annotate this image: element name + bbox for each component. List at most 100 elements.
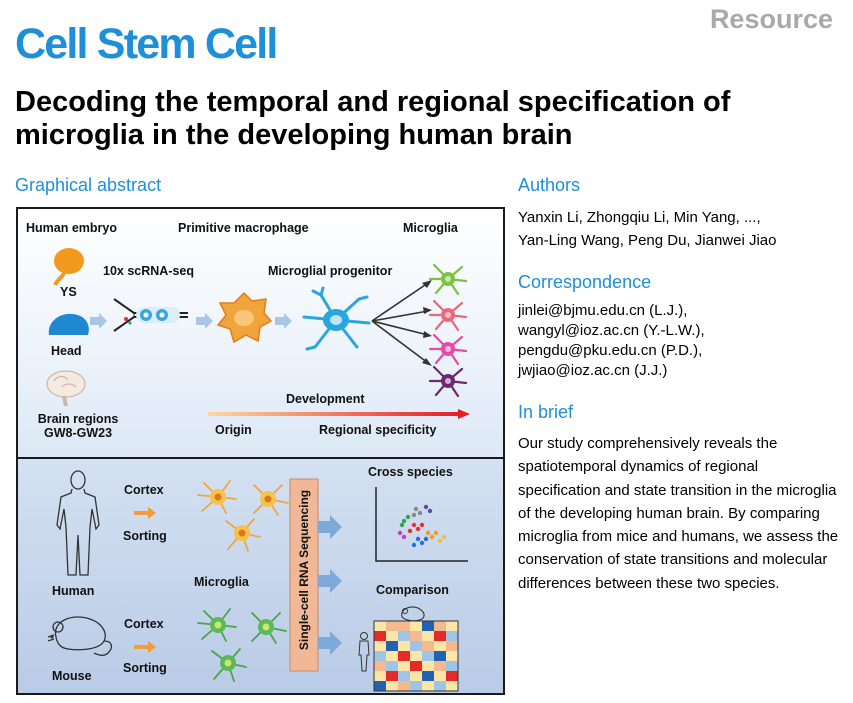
comparison-label: Comparison bbox=[376, 583, 449, 597]
comparison-heatmap bbox=[373, 620, 459, 692]
heatmap-cell bbox=[398, 671, 410, 681]
microglia-cell-pink bbox=[428, 333, 468, 366]
arrow-right-icon bbox=[275, 313, 292, 329]
in-brief-text: Our study comprehensively reveals the sp… bbox=[518, 435, 839, 592]
heatmap-cell bbox=[374, 641, 386, 651]
heatmap-cell bbox=[410, 641, 422, 651]
cortex-label-mouse: Cortex bbox=[124, 617, 164, 631]
heatmap-cell bbox=[410, 621, 422, 631]
ys-label: YS bbox=[60, 285, 77, 299]
heatmap-cell bbox=[386, 631, 398, 641]
microglia-cell-purple bbox=[428, 365, 468, 398]
correspondence-email[interactable]: jwjiao@ioz.ac.cn (J.J.) bbox=[518, 362, 668, 379]
heatmap-cell bbox=[374, 671, 386, 681]
heatmap-cell bbox=[422, 681, 434, 691]
development-label: Development bbox=[286, 392, 365, 406]
heatmap-cell bbox=[422, 661, 434, 671]
heatmap-cell bbox=[386, 681, 398, 691]
human-label: Human bbox=[52, 584, 95, 598]
heatmap-cell bbox=[374, 631, 386, 641]
heatmap-cell bbox=[446, 641, 458, 651]
yolk-sac-icon bbox=[53, 248, 84, 286]
human-small-icon bbox=[358, 632, 370, 672]
progenitor-cell-icon bbox=[302, 286, 371, 351]
heatmap-cell bbox=[446, 631, 458, 641]
scrna-seq-label: 10x scRNA-seq bbox=[103, 264, 195, 278]
microglia-label-bottom: Microglia bbox=[194, 575, 249, 589]
heatmap-cell bbox=[434, 661, 446, 671]
heatmap-cell bbox=[398, 631, 410, 641]
correspondence-heading: Correspondence bbox=[518, 272, 652, 292]
heatmap-cell bbox=[422, 641, 434, 651]
brain-icon bbox=[46, 370, 86, 407]
human-microglia-cluster bbox=[197, 480, 289, 552]
author-line: Yan-Ling Wang, Peng Du, Jianwei Jiao bbox=[518, 232, 777, 249]
heatmap-frame bbox=[373, 620, 459, 692]
heatmap-cell bbox=[374, 621, 386, 631]
heatmap-cell bbox=[422, 651, 434, 661]
heatmap-cell bbox=[410, 671, 422, 681]
heatmap-cell bbox=[422, 621, 434, 631]
panel-divider bbox=[18, 457, 503, 459]
correspondence-email[interactable]: jinlei@bjmu.edu.cn (L.J.), bbox=[518, 302, 688, 319]
heatmap-cell bbox=[446, 651, 458, 661]
arrow-right-icon bbox=[196, 313, 213, 329]
mouse-figure-icon bbox=[47, 616, 113, 656]
mouse-small-icon bbox=[401, 606, 425, 622]
graphical-abstract: Human embryo Primitive macrophage Microg… bbox=[16, 207, 505, 695]
correspondence-list: jinlei@bjmu.edu.cn (L.J.), wangyl@ioz.ac… bbox=[518, 301, 705, 381]
sorting-label-human: Sorting bbox=[123, 529, 167, 543]
microglia-cell-green bbox=[428, 263, 468, 296]
heatmap-cell bbox=[434, 651, 446, 661]
sequencing-label: Single-cell RNA Sequencing bbox=[297, 489, 311, 651]
scatter-points bbox=[397, 504, 447, 548]
heatmap-cell bbox=[410, 651, 422, 661]
correspondence-email[interactable]: pengdu@pku.edu.cn (P.D.), bbox=[518, 342, 703, 359]
abstract-top-panel: Human embryo Primitive macrophage Microg… bbox=[18, 209, 503, 457]
head-icon bbox=[48, 313, 89, 335]
graphical-abstract-heading: Graphical abstract bbox=[15, 175, 162, 195]
correspondence-email[interactable]: wangyl@ioz.ac.cn (Y.-L.W.), bbox=[518, 322, 705, 339]
heatmap-cell bbox=[410, 631, 422, 641]
heatmap-cell bbox=[398, 661, 410, 671]
heatmap-cell bbox=[410, 661, 422, 671]
microglial-progenitor-label: Microglial progenitor bbox=[268, 264, 393, 278]
author-line: Yanxin Li, Zhongqiu Li, Min Yang, ..., bbox=[518, 209, 761, 226]
heatmap-cell bbox=[446, 671, 458, 681]
origin-label: Origin bbox=[215, 423, 252, 437]
heatmap-cell bbox=[374, 681, 386, 691]
heatmap-cell bbox=[434, 621, 446, 631]
mouse-microglia-cluster bbox=[197, 608, 287, 682]
heatmap-cell bbox=[386, 641, 398, 651]
heatmap-cell bbox=[398, 621, 410, 631]
author-list: Yanxin Li, Zhongqiu Li, Min Yang, ..., Y… bbox=[518, 206, 848, 252]
heatmap-cell bbox=[386, 651, 398, 661]
mouse-label: Mouse bbox=[52, 669, 92, 683]
development-arrow bbox=[208, 409, 470, 419]
journal-name: Cell Stem Cell bbox=[15, 20, 278, 68]
microglia-cell-red bbox=[428, 299, 468, 332]
gw-range-text: GW8-GW23 bbox=[43, 426, 113, 440]
article-title: Decoding the temporal and regional speci… bbox=[15, 86, 731, 151]
heatmap-cell bbox=[446, 681, 458, 691]
heatmap-cell bbox=[374, 651, 386, 661]
heatmap-cell bbox=[446, 621, 458, 631]
heatmap-cell bbox=[410, 681, 422, 691]
human-figure-icon bbox=[56, 470, 100, 576]
macrophage-cell-icon bbox=[216, 291, 273, 344]
heatmap-cell bbox=[422, 631, 434, 641]
microfluidic-chip-icon bbox=[113, 298, 188, 332]
cross-species-label: Cross species bbox=[368, 465, 453, 479]
heatmap-cell bbox=[386, 621, 398, 631]
heatmap-cell bbox=[446, 661, 458, 671]
article-type-label: Resource bbox=[709, 4, 833, 34]
arrow-right-icon bbox=[134, 641, 156, 653]
primitive-macrophage-label: Primitive macrophage bbox=[178, 221, 309, 235]
in-brief-heading: In brief bbox=[518, 402, 574, 422]
cross-species-scatter-plot bbox=[375, 487, 468, 562]
heatmap-cell bbox=[434, 671, 446, 681]
heatmap-cell bbox=[434, 641, 446, 651]
sequencing-bar bbox=[289, 478, 342, 672]
brain-regions-text: Brain regions bbox=[37, 412, 119, 426]
regional-specificity-label: Regional specificity bbox=[319, 423, 437, 437]
